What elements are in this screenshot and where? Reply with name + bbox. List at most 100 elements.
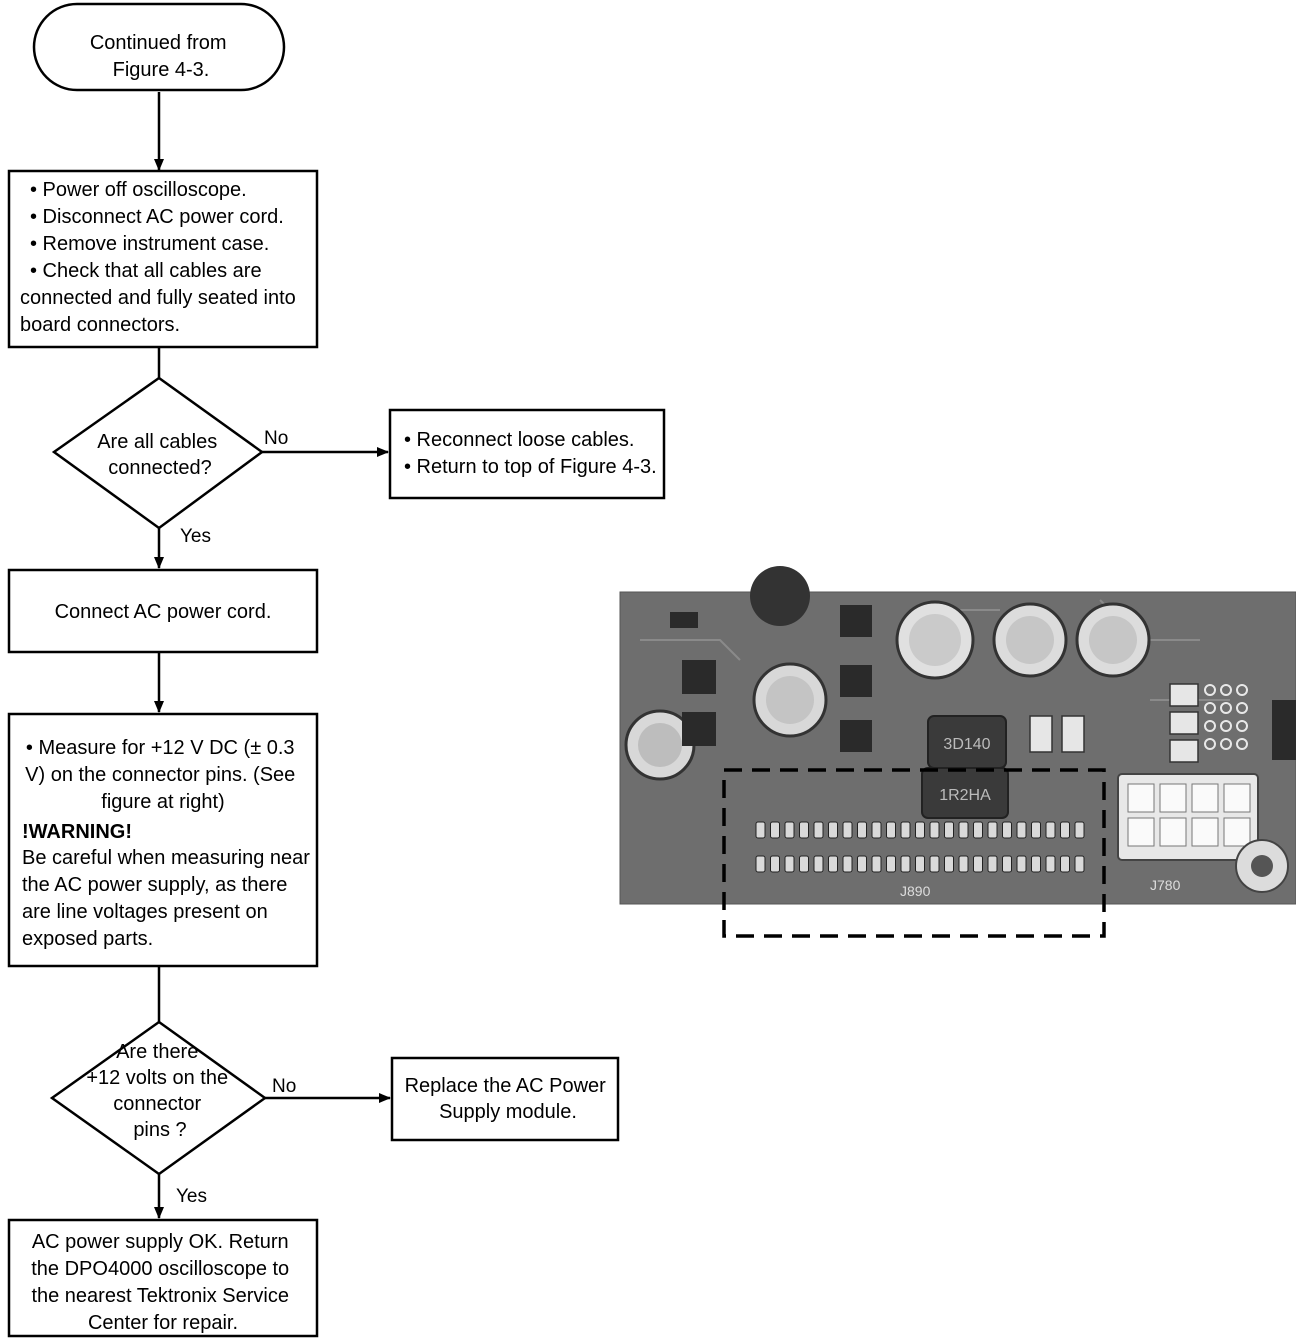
connector-pin [871, 821, 882, 839]
power-connector-j780 [1117, 773, 1259, 861]
connector-pin [1074, 855, 1085, 873]
inductor [921, 767, 1009, 819]
chip [682, 660, 716, 694]
connector-pin [784, 855, 795, 873]
svg-text:Continued from Figure 4-: Continued from Figure 4-3. [90, 32, 232, 81]
connector-pin [842, 821, 853, 839]
resistor [1029, 715, 1053, 753]
connector-pin [915, 855, 925, 873]
connector-pin [944, 821, 954, 839]
step-return-for-repair: AC power supply OK. Return the DPO4000 o… [7, 1218, 319, 1338]
connector-pin [755, 821, 766, 839]
chip [670, 612, 698, 628]
step-power-off: • Power off oscilloscope. • Disconnect A… [7, 169, 319, 349]
svg-text:• Measure for +12 V DC (± 0.3: • Measure for +12 V DC (± 0.3 V) on the … [25, 737, 301, 813]
connector-pin [1016, 855, 1027, 873]
resistor [1169, 711, 1199, 735]
chip [682, 712, 716, 746]
connector-pin [755, 855, 766, 873]
connector-highlight-box [722, 768, 1106, 938]
chip [840, 720, 872, 752]
capacitor [624, 709, 696, 781]
connector-pin [987, 821, 998, 839]
connector-pin [1002, 821, 1012, 839]
connector-pin [842, 855, 853, 873]
connector-pin [871, 855, 882, 873]
start-node: Continued from Figure 4-3. [32, 2, 286, 92]
connector-pin [857, 855, 867, 873]
capacitor [895, 600, 975, 680]
step-measure-voltage: • Measure for +12 V DC (± 0.3 V) on the … [7, 712, 319, 968]
svg-text:AC power supply OK. Return: AC power supply OK. Return the DPO4000 o… [31, 1231, 295, 1334]
svg-text:Are all cables connected: Are all cables connected? [97, 431, 223, 479]
connector-pin [813, 855, 824, 873]
connector-pin [1045, 821, 1056, 839]
connector-pin [857, 821, 867, 839]
connector-pin [1045, 855, 1056, 873]
svg-text:3D140: 3D140 [943, 736, 990, 753]
step-reconnect-cables: • Reconnect loose cables. • Return to to… [388, 408, 666, 500]
connector-pin [929, 821, 940, 839]
connector-pin [1031, 855, 1041, 873]
connector-pin [973, 821, 983, 839]
decision-cables-connected: Are all cables connected? [51, 376, 265, 530]
decision-twelve-volts: Are there +12 volts on the connector pin… [49, 1020, 268, 1176]
svg-text:Are there +12 volts on t: Are there +12 volts on the connector pin… [86, 1041, 233, 1141]
svg-text:J780: J780 [1150, 877, 1181, 893]
connector-pin [1016, 821, 1027, 839]
svg-text:Connect AC power cord.: Connect AC power cord. [55, 601, 272, 623]
svg-text:Be careful when measuring near: Be careful when measuring near the AC po… [22, 847, 316, 950]
no-label: No [264, 428, 288, 449]
yes-label: Yes [180, 526, 211, 547]
connector-pin [929, 855, 940, 873]
connector-pin [900, 821, 911, 839]
svg-text:1R2HA: 1R2HA [939, 787, 991, 804]
connector-pin [1002, 855, 1012, 873]
connector-pin [1060, 821, 1070, 839]
svg-text:• Reconnect loose cables.: • Reconnect loose cables. • Return to to… [404, 429, 657, 478]
resistor [1169, 683, 1199, 707]
chip [840, 605, 872, 637]
connector-pin [799, 855, 809, 873]
connector-pin [799, 821, 809, 839]
connector-pin [770, 821, 780, 839]
resistor [1061, 715, 1085, 753]
mounting-hole-center [1251, 855, 1273, 877]
capacitor [1075, 602, 1151, 678]
capacitor [992, 602, 1068, 678]
circuit-board-photo: 3D140 1R2HA J780 [619, 566, 1296, 938]
svg-text:• Power off oscilloscope.: • Power off oscilloscope. • Disconnect A… [20, 179, 301, 336]
connector-pin [770, 855, 780, 873]
connector-pin [973, 855, 983, 873]
connector-pin [1074, 821, 1085, 839]
step-connect-power: Connect AC power cord. [7, 568, 319, 654]
no-label: No [272, 1076, 296, 1097]
resistor [1169, 739, 1199, 763]
connector-pin [958, 855, 969, 873]
connector-pin [1031, 821, 1041, 839]
connector-pin [900, 855, 911, 873]
connector-pin [958, 821, 969, 839]
chip [840, 665, 872, 697]
connector-pin [987, 855, 998, 873]
capacitor [750, 566, 810, 626]
connector-pin [784, 821, 795, 839]
connector-pin [828, 855, 838, 873]
connector-j890-pins [755, 821, 1085, 873]
chip [1272, 700, 1296, 760]
connector-pin [915, 821, 925, 839]
yes-label: Yes [176, 1186, 207, 1207]
connector-pin [886, 821, 896, 839]
connector-pin [1060, 855, 1070, 873]
warning-title: !WARNING! [22, 821, 132, 843]
step-replace-supply: Replace the AC Power Supply module. [390, 1056, 620, 1142]
connector-pin [813, 821, 824, 839]
connector-pin [828, 821, 838, 839]
capacitor [752, 662, 828, 738]
svg-text:J890: J890 [900, 883, 931, 899]
connector-pin [886, 855, 896, 873]
svg-text:Replace the AC Power Sup: Replace the AC Power Supply module. [405, 1075, 612, 1123]
connector-pin [944, 855, 954, 873]
via-grid [1204, 684, 1248, 750]
